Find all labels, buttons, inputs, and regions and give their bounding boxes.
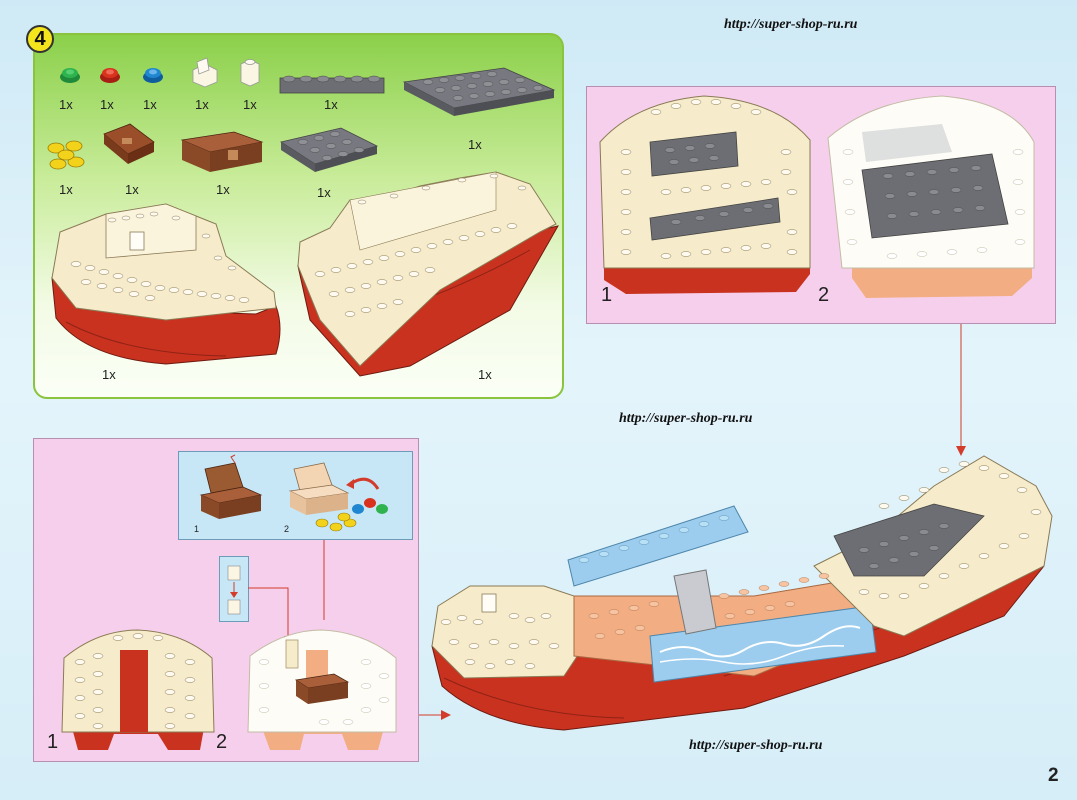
stern-assembly-stage-1 bbox=[61, 629, 215, 750]
step-number-badge: 4 bbox=[26, 25, 54, 53]
chest-with-coins-icon bbox=[288, 462, 388, 532]
footer-url[interactable]: http://super-shop-ru.ru bbox=[689, 738, 823, 753]
inset-label: 2 bbox=[284, 524, 290, 534]
stern-hull-section-icon bbox=[51, 203, 281, 365]
part-qty: 1x bbox=[143, 97, 157, 112]
bow-assembly-stage-1 bbox=[599, 95, 811, 294]
part-qty: 1x bbox=[100, 97, 114, 112]
stern-assembly-stage-2 bbox=[247, 629, 397, 750]
white-1x1-brick-icon bbox=[240, 59, 260, 87]
part-qty: 1x bbox=[468, 137, 482, 152]
gray-4x4-plate-icon bbox=[279, 127, 379, 172]
header-url[interactable]: http://super-shop-ru.ru bbox=[724, 17, 858, 32]
stage-label: 2 bbox=[818, 284, 830, 306]
white-chair-brick-icon bbox=[192, 57, 218, 88]
green-round-stud-icon bbox=[60, 68, 80, 83]
part-qty: 1x bbox=[59, 97, 73, 112]
brown-chest-open-icon bbox=[199, 454, 263, 519]
gold-coins-icon bbox=[47, 140, 85, 170]
bow-hull-section-icon bbox=[297, 171, 559, 377]
brown-chest-base-icon bbox=[180, 131, 264, 172]
stage-label: 1 bbox=[47, 731, 59, 753]
stage-label: 1 bbox=[601, 284, 613, 306]
blue-round-stud-icon bbox=[143, 68, 163, 83]
hull-qty: 1x bbox=[102, 367, 116, 382]
chair-brick-stack-icon bbox=[227, 565, 241, 615]
inset-label: 1 bbox=[194, 524, 200, 534]
page-number: 2 bbox=[1048, 765, 1059, 786]
hull-qty: 1x bbox=[478, 367, 492, 382]
part-qty: 1x bbox=[324, 97, 338, 112]
middle-url[interactable]: http://super-shop-ru.ru bbox=[619, 411, 753, 426]
part-qty: 1x bbox=[216, 182, 230, 197]
part-qty: 1x bbox=[59, 182, 73, 197]
part-qty: 1x bbox=[317, 185, 331, 200]
stage-label: 2 bbox=[216, 731, 228, 753]
part-qty: 1x bbox=[125, 182, 139, 197]
arrow-down-icon bbox=[956, 324, 966, 456]
part-qty: 1x bbox=[195, 97, 209, 112]
arrow-right-icon bbox=[419, 710, 451, 720]
assembled-ship-hull bbox=[431, 455, 1053, 731]
red-round-stud-icon bbox=[100, 68, 120, 83]
part-qty: 1x bbox=[243, 97, 257, 112]
bow-assembly-stage-2 bbox=[827, 95, 1035, 298]
gray-1x6-plate-icon bbox=[279, 75, 385, 94]
brown-chest-lid-icon bbox=[103, 123, 155, 164]
gray-6x8-plate-icon bbox=[402, 67, 556, 116]
